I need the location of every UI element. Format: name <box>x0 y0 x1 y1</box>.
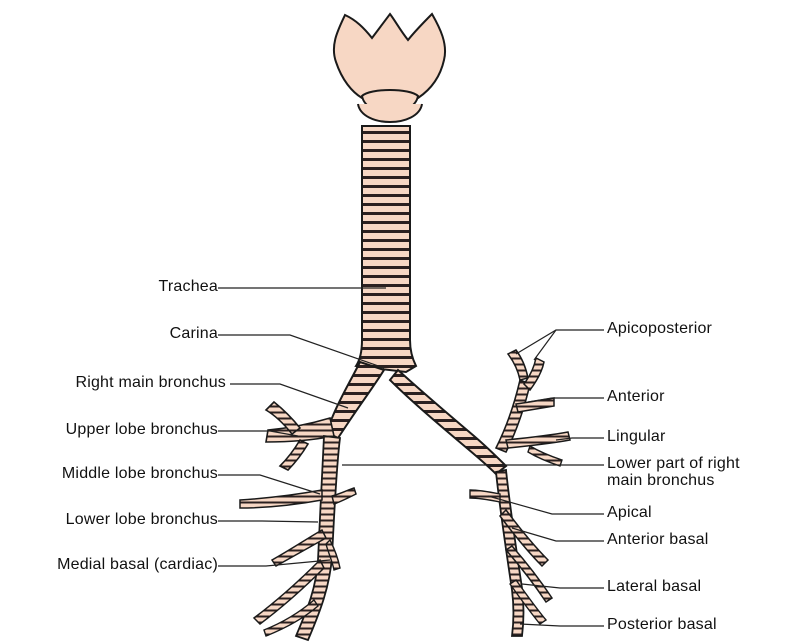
label-carina: Carina <box>170 325 218 342</box>
left-bronchial-tree <box>390 350 570 636</box>
label-anterior: Anterior <box>607 388 665 405</box>
label-medial-basal: Medial basal (cardiac) <box>57 556 218 573</box>
label-apical: Apical <box>607 504 652 521</box>
larynx <box>334 14 445 122</box>
thyroid-cartilage <box>334 14 445 98</box>
label-lateral-basal: Lateral basal <box>607 578 701 595</box>
leader-apicoposterior <box>516 330 604 354</box>
label-lower-part-right-main-bronchus: Lower part of right main bronchus <box>607 455 740 489</box>
label-lingular: Lingular <box>607 428 666 445</box>
leader-right-main-bronchus <box>230 384 348 408</box>
label-trachea: Trachea <box>158 278 218 295</box>
leader-middle-lobe-bronchus <box>218 475 320 494</box>
right-bronchial-tree <box>240 362 384 640</box>
label-posterior-basal: Posterior basal <box>607 616 717 633</box>
label-upper-lobe-bronchus: Upper lobe bronchus <box>66 421 218 438</box>
leader-lower-lobe-bronchus <box>218 521 318 522</box>
label-right-main-bronchus: Right main bronchus <box>75 374 226 391</box>
label-lower-lobe-bronchus: Lower lobe bronchus <box>66 511 218 528</box>
label-anterior-basal: Anterior basal <box>607 531 709 548</box>
label-middle-lobe-bronchus: Middle lobe bronchus <box>62 465 218 482</box>
leader-posterior-basal <box>520 624 604 626</box>
trachea-tube <box>356 126 416 372</box>
label-apicoposterior: Apicoposterior <box>607 320 712 337</box>
